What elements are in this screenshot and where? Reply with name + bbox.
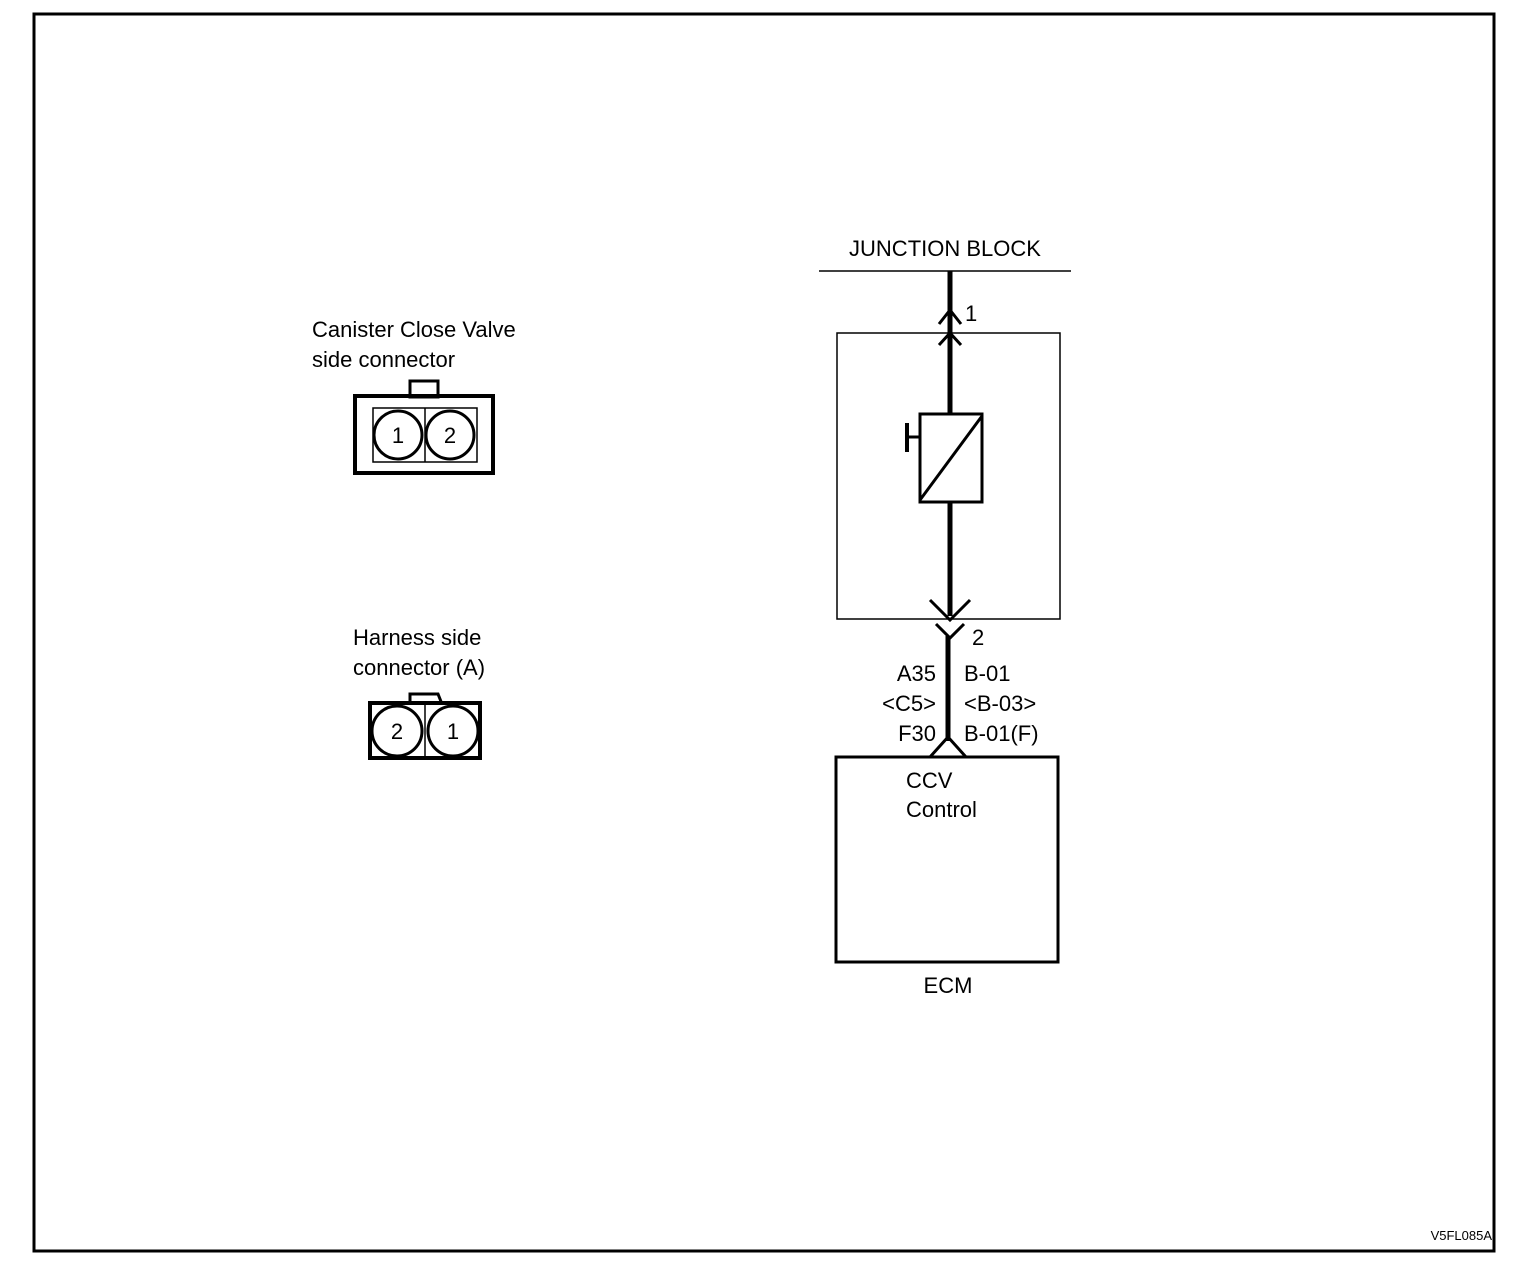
pin-cavity (372, 409, 424, 461)
pin-number: 1 (392, 423, 404, 448)
junction-block: JUNCTION BLOCK (819, 236, 1071, 272)
diagram-frame (32, 12, 1496, 1253)
wire-code-left: <C5> (882, 691, 936, 716)
canister-close-valve: 1 2 (836, 271, 1061, 650)
valve-pin-bottom: 2 (972, 625, 984, 650)
wire-code-right: <B-03> (964, 691, 1036, 716)
ecm-function-line2: Control (906, 797, 977, 822)
harness-connector-label-line1: Harness side (353, 625, 481, 650)
pin-cavity (370, 704, 424, 758)
pin-cavity (424, 409, 476, 461)
harness-connector-label-line2: connector (A) (353, 655, 485, 680)
pin-cavity (426, 704, 480, 758)
valve-connector-label-line2: side connector (312, 347, 455, 372)
wire-code-right: B-01(F) (964, 721, 1039, 746)
connector-latch (408, 692, 444, 705)
wire-code-left: A35 (897, 661, 936, 686)
terminal-symbol (928, 598, 972, 623)
wire-code-left: F30 (898, 721, 936, 746)
terminal-symbol (937, 307, 963, 325)
figure-code: V5FL085A (1431, 1228, 1493, 1243)
pin-number: 2 (391, 719, 403, 744)
valve-side-connector: Canister Close Valve side connector 1 2 (312, 317, 516, 475)
ecm-box (834, 755, 1060, 964)
junction-block-label: JUNCTION BLOCK (849, 236, 1041, 261)
wire-code-right: B-01 (964, 661, 1010, 686)
pin-number: 2 (444, 423, 456, 448)
connector-body (353, 394, 495, 475)
pin-number: 1 (447, 719, 459, 744)
terminal-symbol (928, 734, 968, 759)
ecm-module: CCV Control ECM (834, 755, 1060, 998)
ecm-signal-wire: A35 <C5> F30 B-01 <B-03> B-01(F) (882, 636, 1039, 759)
ecm-function-line1: CCV (906, 768, 953, 793)
valve-connector-label-line1: Canister Close Valve (312, 317, 516, 342)
terminal-symbol (934, 622, 966, 641)
harness-side-connector: Harness side connector (A) 2 1 (353, 625, 485, 760)
valve-pin-top: 1 (965, 301, 977, 326)
terminal-symbol (937, 330, 963, 347)
ecm-label: ECM (924, 973, 973, 998)
